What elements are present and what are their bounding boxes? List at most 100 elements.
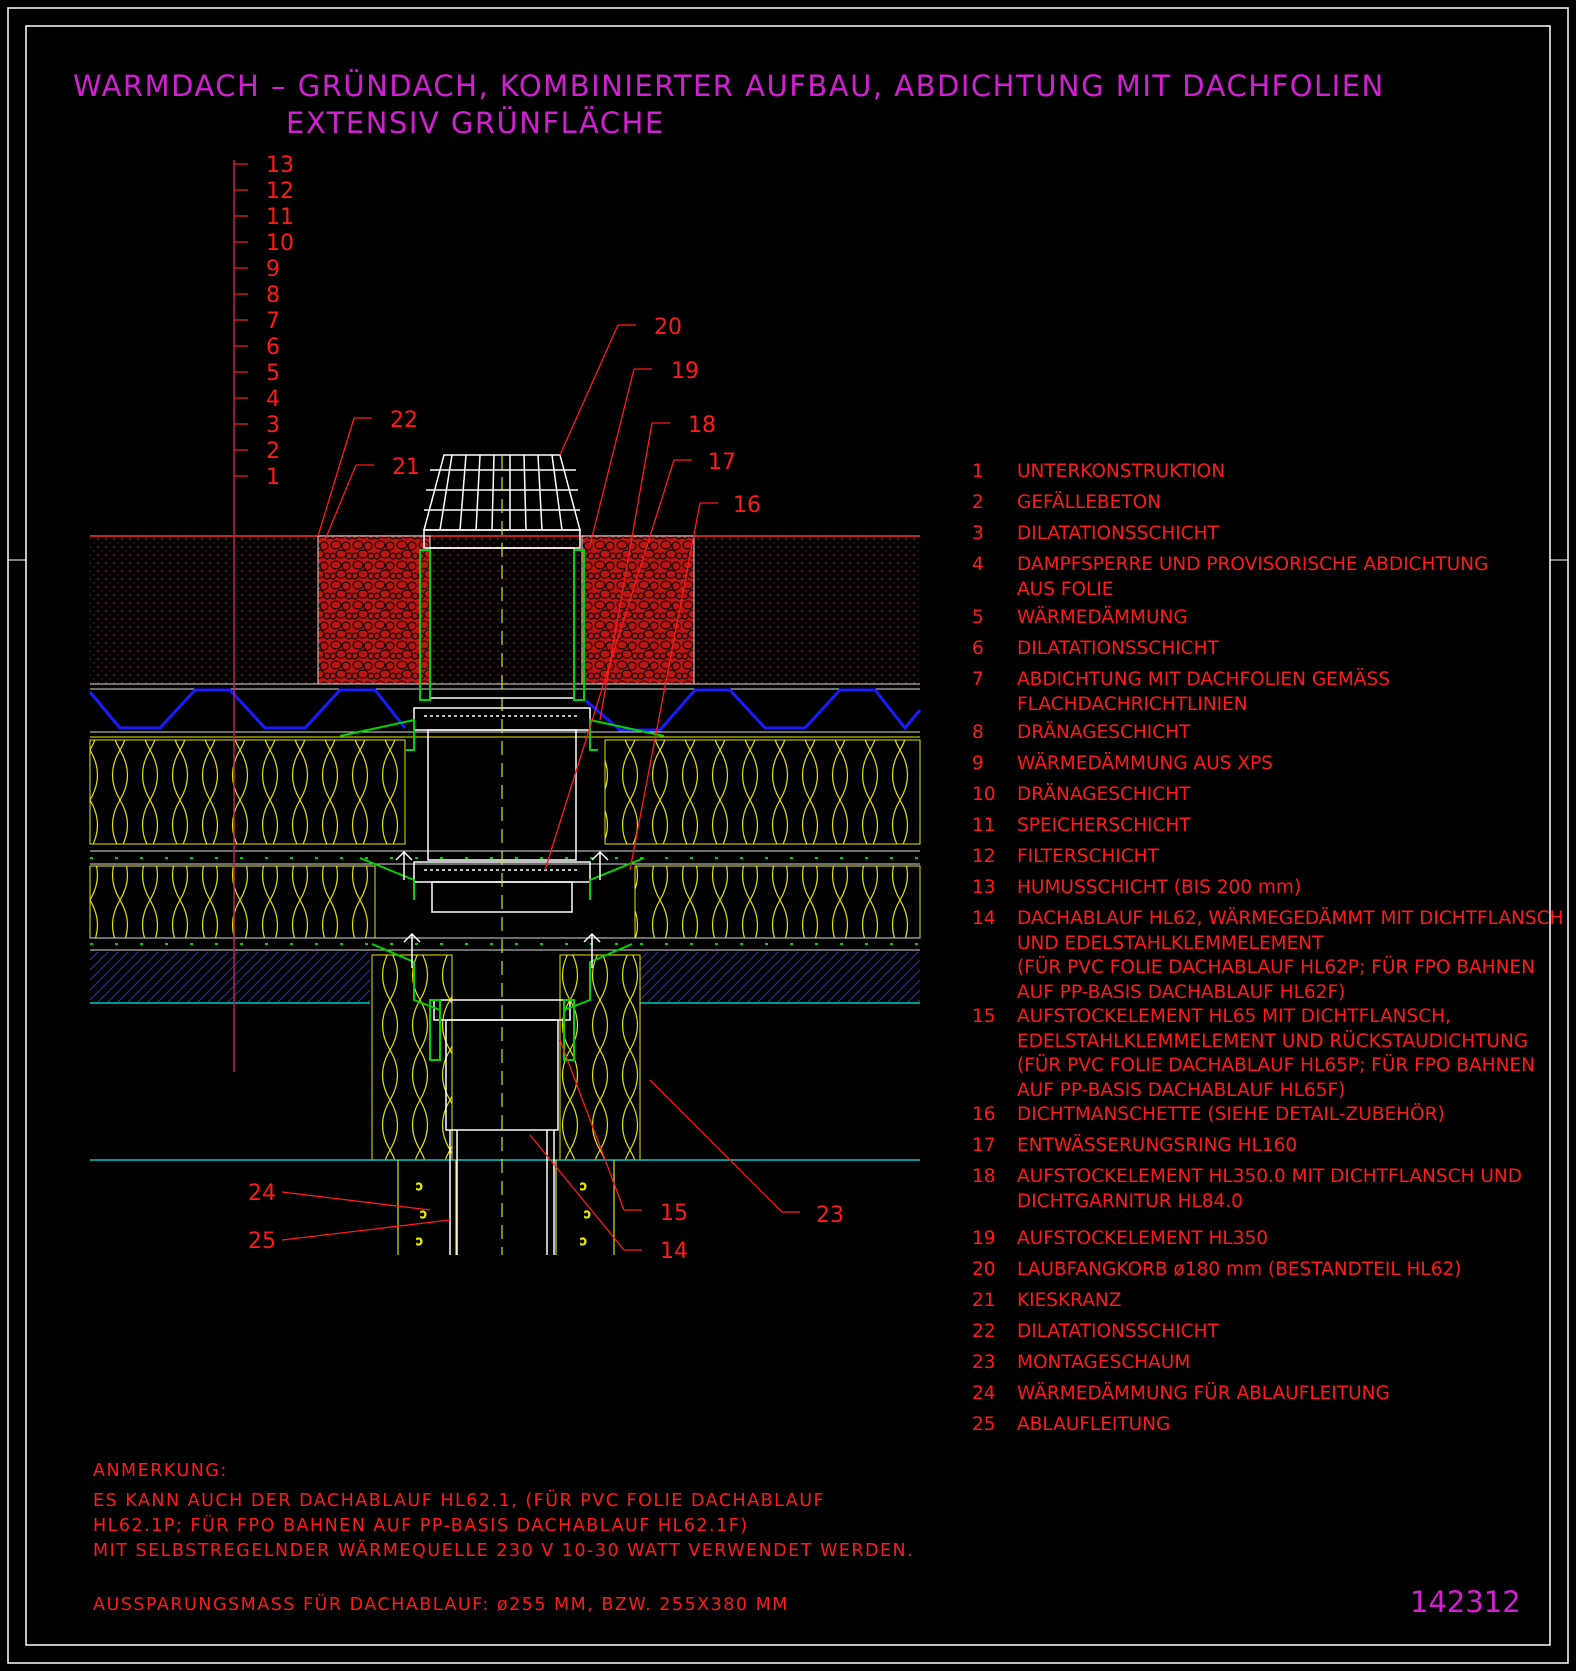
callout-21: 21 (324, 455, 420, 541)
xps-insulation-lower (89, 865, 921, 939)
legend-number: 5 (972, 607, 984, 628)
scale-label: 2 (266, 439, 280, 464)
waterproofing-lower (90, 937, 920, 951)
callout-label: 21 (392, 455, 420, 480)
callout-label: 15 (660, 1201, 688, 1226)
gravel-ring (317, 535, 695, 685)
legend-text: WÄRMEDÄMMUNG (1017, 607, 1188, 628)
scale-label: 1 (266, 465, 280, 490)
svg-text:ɔ: ɔ (416, 1179, 423, 1193)
note-heading: ANMERKUNG: (93, 1461, 228, 1481)
note-line-3: MIT SELBSTREGELNDER WÄRMEQUELLE 230 V 10… (93, 1541, 915, 1561)
legend-number: 4 (972, 554, 984, 575)
inner-frame (25, 25, 1551, 1646)
legend-text: UND EDELSTAHLKLEMMELEMENT (1017, 932, 1324, 954)
callout-25: 25 (248, 1219, 451, 1254)
legend-number: 11 (972, 815, 996, 836)
svg-text:ɔ: ɔ (416, 1234, 423, 1248)
callout-15: 15 (559, 1039, 688, 1226)
legend-number: 20 (972, 1259, 996, 1280)
legend-number: 3 (972, 523, 984, 544)
legend-text: FILTERSCHICHT (1017, 846, 1159, 867)
slope-concrete (90, 952, 920, 1004)
svg-text:ɔ: ɔ (580, 1234, 587, 1248)
legend-text: AUFSTOCKELEMENT HL350 (1017, 1228, 1269, 1249)
legend-text: DICHTMANSCHETTE (SIEHE DETAIL-ZUBEHÖR) (1017, 1104, 1445, 1125)
legend-text: DILATATIONSSCHICHT (1017, 638, 1219, 659)
legend-number: 19 (972, 1228, 996, 1249)
legend-text: AUFSTOCKELEMENT HL65 MIT DICHTFLANSCH, (1017, 1006, 1451, 1027)
note-line-2: HL62.1P; FÜR FPO BAHNEN AUF PP-BASIS DAC… (93, 1516, 749, 1536)
legend-number: 21 (972, 1290, 996, 1311)
callout-23: 23 (649, 1079, 844, 1228)
xps-insulation-upper (89, 739, 921, 845)
scale-label: 5 (266, 361, 280, 386)
legend-text: DILATATIONSSCHICHT (1017, 1321, 1219, 1342)
callout-label: 18 (688, 413, 716, 438)
legend-text: SPEICHERSCHICHT (1017, 815, 1191, 836)
legend-text: DRÄNAGESCHICHT (1017, 784, 1191, 805)
scale-label: 12 (266, 179, 294, 204)
callout-14: 14 (529, 1134, 688, 1264)
sealing-flanges (339, 549, 665, 1061)
humus-layer (90, 535, 920, 684)
legend-text: KIESKRANZ (1017, 1290, 1122, 1311)
legend-text: LAUBFANGKORB ø180 mm (BESTANDTEIL HL62) (1017, 1259, 1462, 1280)
drainage-layer (88, 683, 922, 738)
legend-number: 18 (972, 1166, 996, 1187)
legend-text: DRÄNAGESCHICHT (1017, 722, 1191, 743)
legend-number: 22 (972, 1321, 996, 1342)
legend-text: AUF PP-BASIS DACHABLAUF HL65F) (1017, 1079, 1346, 1101)
legend-text: UNTERKONSTRUKTION (1017, 461, 1226, 482)
legend-text: FLACHDACHRICHTLINIEN (1017, 693, 1248, 715)
legend-text: ABLAUFLEITUNG (1017, 1414, 1171, 1435)
legend-text: AUF PP-BASIS DACHABLAUF HL62F) (1017, 981, 1346, 1003)
legend-text: MONTAGESCHAUM (1017, 1352, 1191, 1373)
svg-text:ɔ: ɔ (584, 1207, 591, 1221)
callout-label: 24 (248, 1181, 276, 1206)
callout-label: 19 (671, 359, 699, 384)
callout-label: 23 (816, 1203, 844, 1228)
legend-number: 14 (972, 908, 996, 929)
legend-number: 16 (972, 1104, 996, 1125)
callout-label: 17 (708, 450, 736, 475)
legend-number: 7 (972, 669, 984, 690)
legend-number: 9 (972, 753, 984, 774)
callout-label: 25 (248, 1229, 276, 1254)
callout-22: 22 (317, 408, 418, 537)
legend-text: DAMPFSPERRE UND PROVISORISCHE ABDICHTUNG (1017, 554, 1489, 575)
legend-text: (FÜR PVC FOLIE DACHABLAUF HL62P; FÜR FPO… (1017, 957, 1535, 978)
legend-number: 25 (972, 1414, 996, 1435)
legend-number: 24 (972, 1383, 996, 1404)
legend-number: 15 (972, 1006, 996, 1027)
legend-text: (FÜR PVC FOLIE DACHABLAUF HL65P; FÜR FPO… (1017, 1055, 1535, 1076)
note-line-1: ES KANN AUCH DER DACHABLAUF HL62.1, (FÜR… (93, 1491, 826, 1511)
scale-label: 3 (266, 413, 280, 438)
legend-text: WÄRMEDÄMMUNG AUS XPS (1017, 753, 1273, 774)
opening-size-note: AUSSPARUNGSMASS FÜR DACHABLAUF: ø255 MM,… (93, 1595, 789, 1615)
callout-20: 20 (559, 315, 682, 456)
legend-number: 2 (972, 492, 984, 513)
legend-text: WÄRMEDÄMMUNG FÜR ABLAUFLEITUNG (1017, 1383, 1390, 1404)
callout-label: 16 (733, 493, 761, 518)
scale-label: 13 (266, 153, 294, 178)
legend-text: GEFÄLLEBETON (1017, 492, 1162, 513)
scale-label: 9 (266, 257, 280, 282)
legend-text: DACHABLAUF HL62, WÄRMEGEDÄMMT MIT DICHTF… (1017, 908, 1564, 929)
scale-label: 8 (266, 283, 280, 308)
title-line-2: EXTENSIV GRÜNFLÄCHE (286, 106, 665, 140)
legend-text: ABDICHTUNG MIT DACHFOLIEN GEMÄSS (1017, 669, 1390, 690)
legend-number: 17 (972, 1135, 996, 1156)
callout-label: 22 (390, 408, 418, 433)
scale-label: 4 (266, 387, 280, 412)
title-line-1: WARMDACH – GRÜNDACH, KOMBINIERTER AUFBAU… (73, 69, 1385, 103)
scale-label: 11 (266, 205, 294, 230)
callout-16: 16 (629, 493, 761, 871)
legend-text: DICHTGARNITUR HL84.0 (1017, 1190, 1243, 1212)
legend-text: AUFSTOCKELEMENT HL350.0 MIT DICHTFLANSCH… (1017, 1166, 1522, 1187)
svg-text:ɔ: ɔ (420, 1207, 427, 1221)
pipe-insulation-below: ɔ ɔ ɔ ɔ ɔ ɔ (397, 1160, 615, 1255)
